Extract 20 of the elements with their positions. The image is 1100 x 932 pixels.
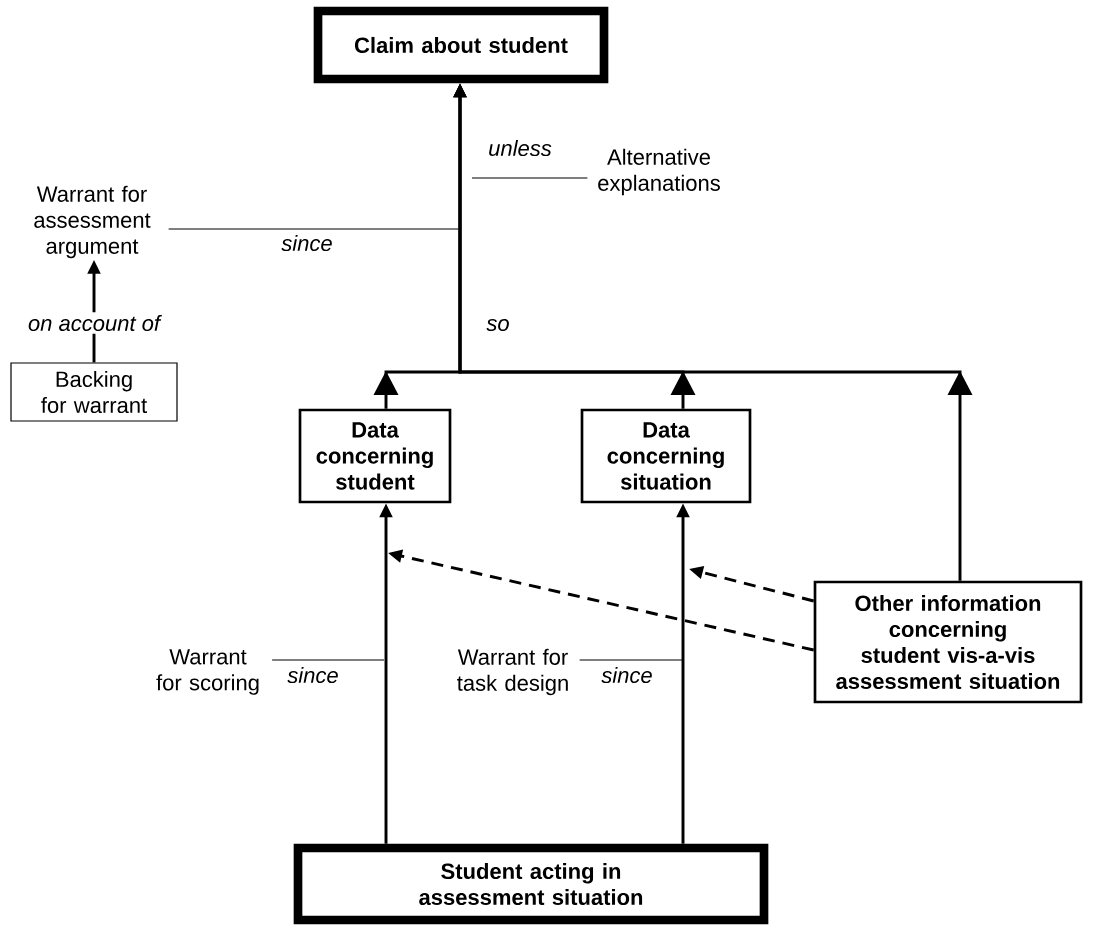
edge-label: since xyxy=(284,664,342,686)
leader-line xyxy=(471,177,588,179)
text-label: Alternative explanations xyxy=(598,148,720,196)
backing-box: Backing for warrant xyxy=(10,362,178,422)
edge-label: so xyxy=(483,316,513,334)
claim-box: Claim about student xyxy=(313,6,609,84)
text-label: Warrant for task design xyxy=(457,648,568,696)
data-box: Data concerning situation xyxy=(580,408,752,504)
edge-label: unless xyxy=(485,137,555,159)
leader-line xyxy=(168,228,461,230)
edge-label: since xyxy=(598,664,656,686)
leader-line xyxy=(579,659,684,661)
edge-label: on account of xyxy=(25,312,163,334)
text-label: Warrant for scoring xyxy=(156,649,259,695)
data-box: Other information concerning student vis-a-vis assessment situation xyxy=(813,580,1083,704)
data-box: Data concerning student xyxy=(298,408,452,504)
text-label: Warrant for assessment argument xyxy=(34,185,151,259)
edge-label: since xyxy=(278,232,336,254)
claim-box: Student acting in assessment situation xyxy=(293,843,769,925)
leader-line xyxy=(271,659,385,661)
